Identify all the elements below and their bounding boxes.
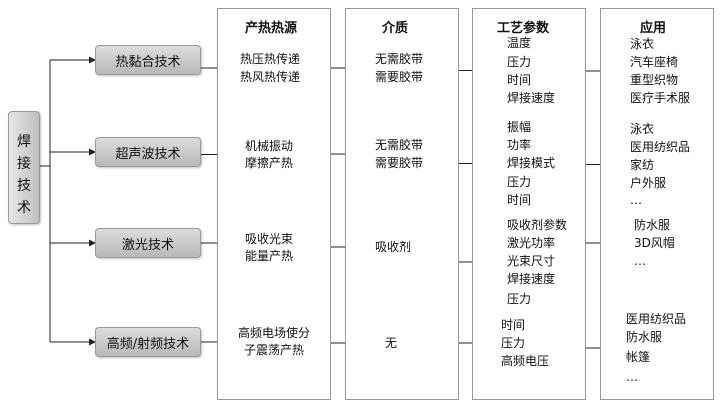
root-char-4: 术 bbox=[17, 200, 31, 216]
application-item: 3D风帽 bbox=[634, 236, 675, 250]
param-item: 时间 bbox=[501, 318, 526, 332]
application-item: 户外服 bbox=[630, 176, 667, 190]
heat-source-header: 产热热源 bbox=[245, 21, 298, 36]
param-item: 时间 bbox=[507, 193, 532, 207]
heat-source-item: 热压热传递 bbox=[240, 52, 301, 66]
medium-item: 需要胶带 bbox=[375, 70, 424, 84]
application-item: … bbox=[626, 370, 638, 384]
param-item: 激光功率 bbox=[507, 236, 556, 250]
application-item: 汽车座椅 bbox=[630, 55, 679, 69]
heat-source-item: 摩擦产热 bbox=[245, 156, 294, 170]
application-item: 防水服 bbox=[634, 218, 671, 232]
root-char-3: 技 bbox=[17, 178, 31, 194]
medium-item: 无需胶带 bbox=[375, 138, 424, 152]
application-item: … bbox=[634, 254, 646, 268]
application-item: 医疗手术服 bbox=[630, 91, 691, 105]
heat-source-item: 吸收光束 bbox=[245, 232, 294, 246]
param-item: 光束尺寸 bbox=[507, 254, 556, 268]
medium-header: 介质 bbox=[382, 21, 409, 36]
param-item: 焊接速度 bbox=[507, 91, 556, 105]
param-item: 压力 bbox=[507, 55, 532, 69]
root-node: 焊 接 技 术 bbox=[8, 111, 40, 224]
param-item: 压力 bbox=[507, 292, 532, 306]
application-item: 医用纺织品 bbox=[630, 140, 691, 154]
application-item: 泳衣 bbox=[630, 122, 655, 136]
medium-item: 无需胶带 bbox=[375, 52, 424, 66]
heat-source-item: 子震荡产热 bbox=[243, 343, 304, 357]
application-item: 帐篷 bbox=[626, 350, 651, 364]
application-item: 泳衣 bbox=[630, 37, 655, 51]
root-char-1: 焊 bbox=[17, 134, 31, 150]
application-column bbox=[600, 8, 714, 400]
param-item: 压力 bbox=[501, 336, 526, 350]
heat-source-item: 机械振动 bbox=[245, 139, 294, 153]
param-item: 温度 bbox=[507, 36, 532, 50]
heat-source-item: 能量产热 bbox=[245, 249, 294, 263]
application-item: … bbox=[630, 193, 642, 207]
technique-node: 高频/射频技术 bbox=[95, 327, 201, 357]
application-item: 防水服 bbox=[626, 330, 663, 344]
application-item: 重型织物 bbox=[630, 73, 679, 87]
param-item: 功率 bbox=[507, 138, 532, 152]
param-item: 高频电压 bbox=[501, 354, 550, 368]
param-item: 振幅 bbox=[507, 120, 532, 134]
params-header: 工艺参数 bbox=[497, 21, 550, 36]
root-char-2: 接 bbox=[17, 156, 31, 172]
application-header: 应用 bbox=[640, 21, 667, 36]
medium-item: 无 bbox=[385, 336, 398, 350]
param-item: 焊接模式 bbox=[507, 156, 556, 170]
param-item: 焊接速度 bbox=[507, 272, 556, 286]
param-item: 时间 bbox=[507, 73, 532, 87]
heat-source-item: 热风热传递 bbox=[240, 70, 301, 84]
param-item: 压力 bbox=[507, 175, 532, 189]
technique-node: 热黏合技术 bbox=[95, 45, 201, 75]
application-item: 家纺 bbox=[630, 158, 655, 172]
param-item: 吸收剂参数 bbox=[507, 218, 568, 232]
application-item: 医用纺织品 bbox=[626, 312, 687, 326]
medium-item: 需要胶带 bbox=[375, 156, 424, 170]
technique-node: 激光技术 bbox=[95, 228, 201, 258]
technique-node: 超声波技术 bbox=[95, 137, 201, 167]
process-params-column bbox=[472, 8, 586, 400]
heat-source-item: 高频电场使分 bbox=[237, 326, 310, 340]
heat-source-column bbox=[217, 8, 331, 400]
medium-item: 吸收剂 bbox=[375, 240, 412, 254]
medium-column bbox=[345, 8, 459, 400]
